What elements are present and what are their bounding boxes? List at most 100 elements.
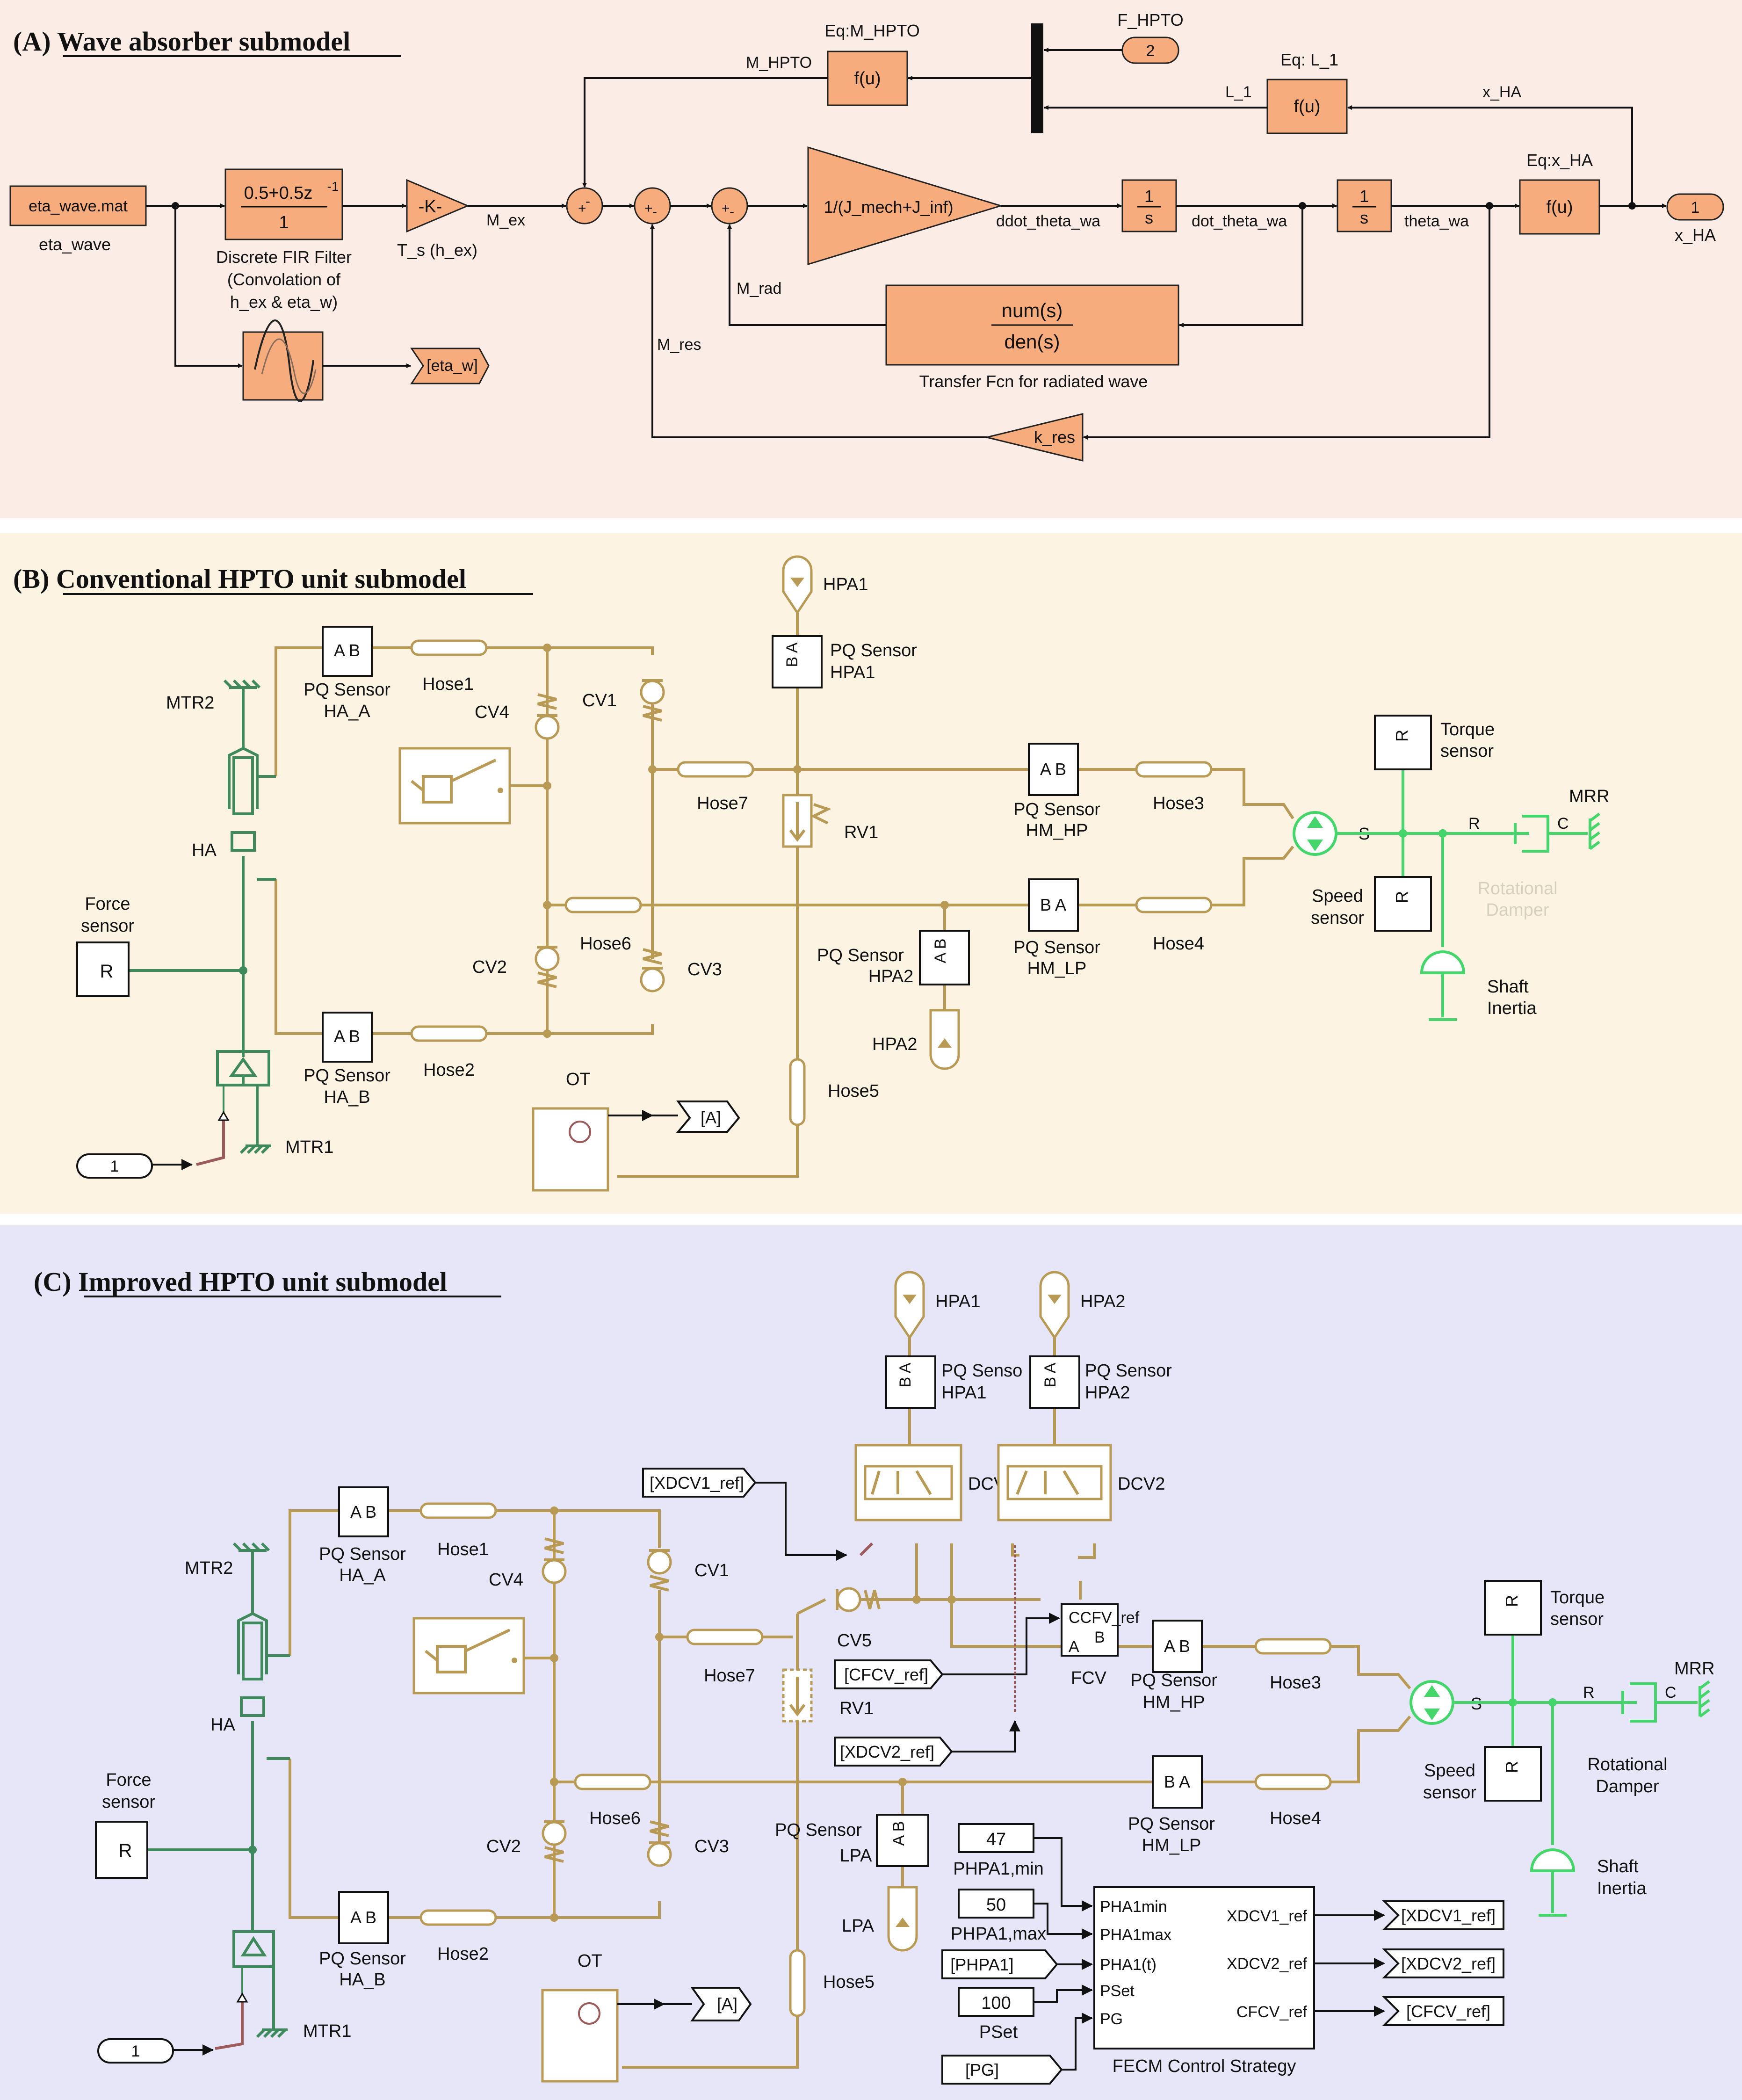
pq-sensor-ha-a[interactable] [322,626,373,677]
pq-sensor-hm-lp[interactable] [1028,878,1079,932]
pq-sensor-lpa-c[interactable] [876,1814,929,1867]
pq-sensor-hpa2[interactable] [919,930,970,985]
speed-sensor-c[interactable] [1484,1746,1542,1802]
pq-sensor-hpa2-c[interactable] [1029,1355,1080,1409]
mux-block[interactable] [1031,23,1043,133]
shaft-inertia-c[interactable] [1530,1848,1576,1917]
inport-1-c-label: 1 [131,2042,140,2060]
ot-c-tank[interactable] [541,1989,619,2083]
pq-sensor-ha-b[interactable] [322,1012,373,1063]
rv1-valve[interactable] [782,794,831,848]
pq-sensor-hm-lp-c[interactable] [1152,1755,1203,1809]
speed-sensor-b[interactable] [1374,876,1432,932]
hpa1-c-accumulator[interactable] [894,1271,925,1340]
damper-c-l2: Damper [1596,1777,1659,1796]
integrator-1[interactable] [1121,179,1177,232]
cv4-c-valve[interactable] [542,1537,567,1584]
pq-sensor-ha-b-c[interactable] [338,1891,389,1944]
cv4-valve[interactable] [535,693,560,740]
panel-a-title: (A) Wave absorber submodel [13,26,350,57]
integrator-2[interactable] [1337,179,1392,232]
force-source[interactable] [216,1050,270,1086]
fecm-control-block[interactable] [1093,1886,1315,2049]
k-res-gain[interactable] [986,413,1084,462]
ha-cylinder[interactable] [228,746,259,852]
pq-sensor-hpa1-c[interactable] [885,1355,936,1409]
hose2-c[interactable] [419,1909,497,1926]
panel-c-title: (C) Improved HPTO unit submodel [34,1267,447,1297]
pq-sensor-hm-hp[interactable] [1028,743,1079,796]
torque-l2: sensor [1440,741,1494,761]
inertia-gain-block[interactable] [807,146,1004,266]
svg-text:A B: A B [334,1027,360,1046]
hpa2-c-accumulator[interactable] [1039,1271,1070,1340]
shaft-inertia-b[interactable] [1420,950,1466,1021]
cv1-valve[interactable] [640,679,665,722]
hose5-c[interactable] [789,1949,806,2017]
phpa1-from-tag[interactable] [941,1949,1058,1979]
const-100[interactable] [958,1987,1034,2017]
from-file-block[interactable] [9,185,147,226]
xdcv1-from-tag[interactable] [642,1468,757,1498]
fcn-l1-block[interactable] [1266,79,1348,134]
hose6-b[interactable] [564,897,642,913]
pq-sensor-hm-hp-c[interactable] [1152,1620,1203,1673]
hose3-c[interactable] [1254,1638,1332,1655]
hose7-b[interactable] [677,761,754,778]
force-source-c[interactable] [232,1930,275,1968]
const-50[interactable] [958,1889,1034,1919]
ot-tank[interactable] [532,1107,609,1192]
cv1-c-valve[interactable] [647,1549,672,1592]
pq-sensor-ha-a-c[interactable] [338,1486,389,1537]
a-tag-c[interactable] [690,1987,752,2021]
hose5-label: Hose5 [828,1081,879,1101]
hose5-b[interactable] [789,1058,806,1126]
hose3-b[interactable] [1135,761,1213,778]
dcv2-label: DCV2 [1118,1474,1165,1494]
hose6-c[interactable] [574,1774,651,1790]
torque-sensor-b[interactable] [1374,715,1432,770]
hose2-b[interactable] [410,1025,488,1042]
hose7-c[interactable] [686,1629,764,1645]
cfcv-goto-tag[interactable] [1382,1996,1504,2026]
cfcv-from-tag[interactable] [834,1659,944,1689]
ha-c-cylinder[interactable] [237,1612,268,1717]
pq-hm-hp-c-l2: HM_HP [1142,1693,1205,1712]
xdcv2-goto-tag[interactable] [1382,1948,1504,1978]
int2-den: s [1360,208,1368,227]
cv2-valve[interactable] [535,946,560,988]
a-tag-b[interactable] [676,1101,740,1133]
xdcv2-from-tag[interactable] [834,1737,953,1767]
hose1-c[interactable] [419,1502,497,1519]
pq-sensor-hpa1[interactable] [772,635,823,688]
dcv2-valve[interactable] [997,1444,1112,1521]
force-sensor-l2: sensor [81,916,134,936]
inport-1-b[interactable] [76,1153,153,1179]
fir-denominator: 1 [279,213,289,232]
xdcv1-goto-tag[interactable] [1382,1900,1504,1930]
cv3-valve[interactable] [640,948,665,992]
hose1-b[interactable] [410,639,488,656]
outport-1[interactable] [1666,193,1724,221]
fcn-mhpto-block[interactable] [827,51,908,106]
fcn-xha-block[interactable] [1519,179,1600,235]
force-sensor-b[interactable] [76,941,130,997]
fir-filter-block[interactable] [224,168,343,240]
rv1-c-valve[interactable] [782,1668,813,1723]
pq-ha-b-l1: PQ Sensor [304,1066,390,1086]
hose4-c[interactable] [1254,1774,1332,1790]
force-sensor-c[interactable] [95,1821,148,1879]
cv3-c-label: CV3 [694,1837,729,1856]
fcv-block[interactable] [1061,1603,1119,1657]
cv5-valve[interactable] [836,1587,881,1612]
pg-from-tag[interactable] [941,2055,1063,2085]
torque-sensor-c[interactable] [1484,1580,1542,1636]
gain-block[interactable] [406,179,470,233]
eta-w-goto-tag[interactable] [410,348,490,384]
hpa1-c-label: HPA1 [935,1292,980,1311]
cv3-c-valve[interactable] [647,1820,672,1867]
torque-c-l1: Torque [1550,1588,1605,1608]
dcv1-valve[interactable] [854,1444,962,1521]
hose4-b[interactable] [1135,897,1213,913]
cv2-c-valve[interactable] [542,1820,567,1863]
